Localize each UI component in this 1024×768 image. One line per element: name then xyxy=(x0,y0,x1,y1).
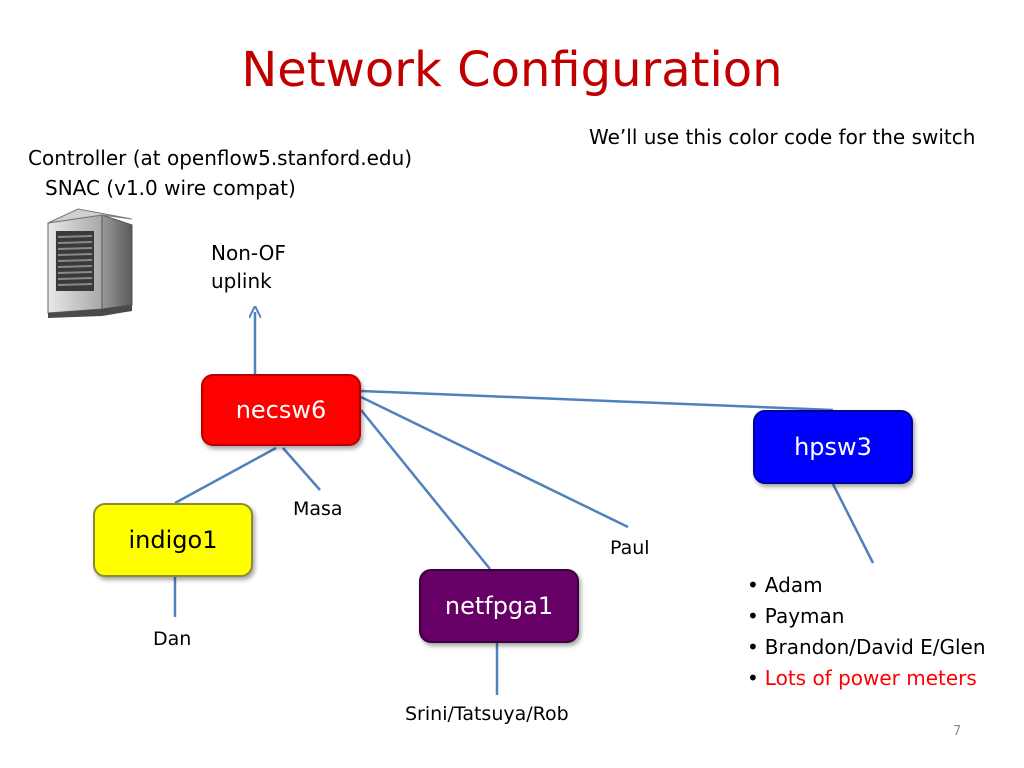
uplink-label-line2: uplink xyxy=(211,269,272,293)
list-item-text-highlight: Lots of power meters xyxy=(764,666,977,690)
link-necsw6-paul xyxy=(360,395,629,529)
list-item-text: Adam xyxy=(764,573,823,597)
switch-indigo1[interactable]: indigo1 xyxy=(93,503,253,577)
hpsw3-users-list: •Adam •Payman •Brandon/David E/Glen •Lot… xyxy=(747,570,986,694)
page-title: Network Configuration xyxy=(241,42,783,98)
link-necsw6-netfpga1 xyxy=(360,409,491,570)
switch-hpsw3[interactable]: hpsw3 xyxy=(753,410,913,484)
list-item-text: Brandon/David E/Glen xyxy=(764,635,986,659)
host-masa-label: Masa xyxy=(293,498,343,520)
controller-software-label: SNAC (v1.0 wire compat) xyxy=(45,176,296,200)
list-item-text: Payman xyxy=(764,604,845,628)
link-hpsw3-users xyxy=(831,483,875,564)
switch-netfpga1[interactable]: netfpga1 xyxy=(419,569,579,643)
link-necsw6-masa xyxy=(282,447,321,491)
list-item: •Adam xyxy=(747,573,823,597)
list-item: •Lots of power meters xyxy=(747,666,977,690)
link-necsw6-hpsw3 xyxy=(360,389,834,412)
host-netfpga-users-label: Srini/Tatsuya/Rob xyxy=(405,703,569,725)
slide-number: 7 xyxy=(953,724,962,739)
host-dan-label: Dan xyxy=(153,628,192,650)
switch-necsw6[interactable]: necsw6 xyxy=(201,374,361,446)
link-necsw6-indigo1 xyxy=(174,446,277,505)
uplink-label-line1: Non-OF xyxy=(211,241,286,265)
list-item: •Brandon/David E/Glen xyxy=(747,635,986,659)
color-code-note: We’ll use this color code for the switch xyxy=(589,125,976,149)
server-tower-icon xyxy=(47,208,133,318)
controller-label: Controller (at openflow5.stanford.edu) xyxy=(28,146,413,170)
host-paul-label: Paul xyxy=(610,537,650,559)
list-item: •Payman xyxy=(747,604,845,628)
